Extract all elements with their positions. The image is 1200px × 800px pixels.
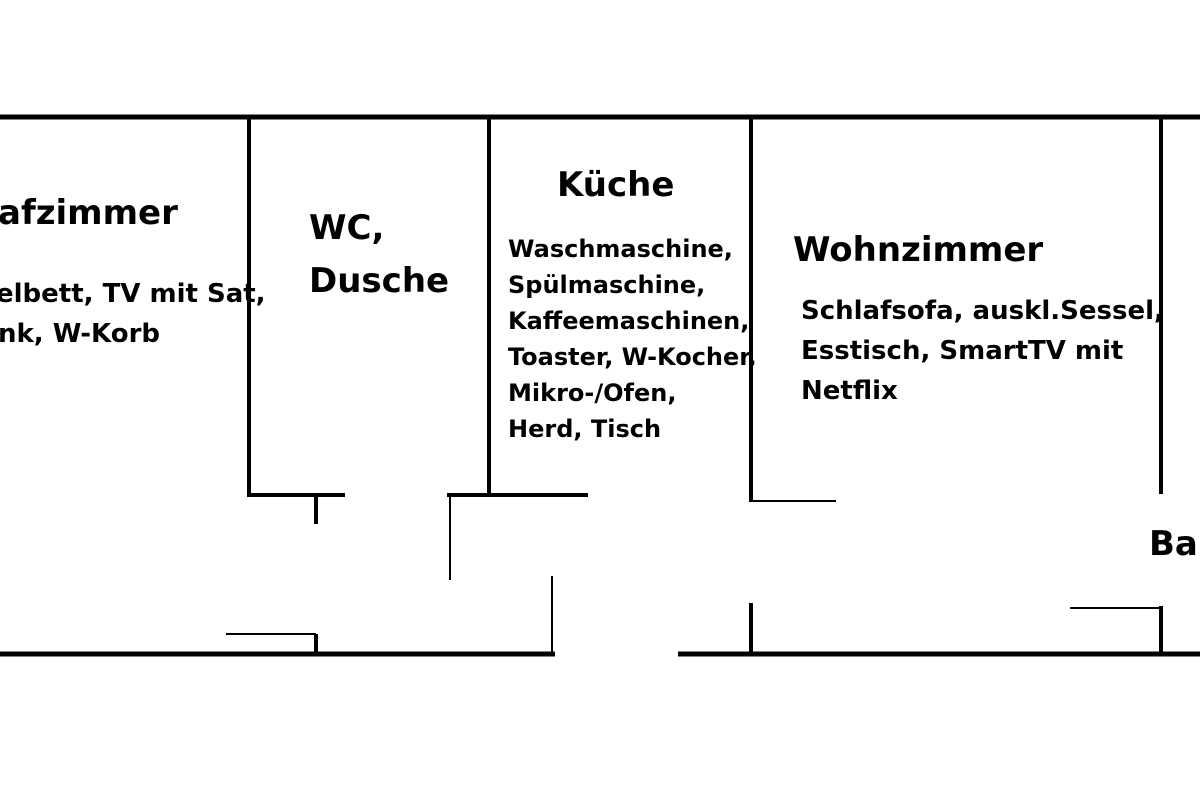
kitchen-furniture-line: Spülmaschine, bbox=[508, 271, 706, 299]
wc-title: WC, bbox=[309, 208, 385, 248]
bedroom-furniture-line: elbett, TV mit Sat, bbox=[0, 279, 266, 309]
living-room-furniture-line: Schlafsofa, auskl.Sessel, bbox=[801, 296, 1164, 326]
living-room-furniture-list: Schlafsofa, auskl.Sessel, Esstisch, Smar… bbox=[801, 291, 1164, 411]
kitchen-furniture-line: Toaster, W-Kocher, bbox=[508, 343, 757, 371]
kitchen-furniture-list: Waschmaschine, Spülmaschine, Kaffeemasch… bbox=[508, 231, 757, 447]
shower-title: Dusche bbox=[309, 261, 450, 301]
living-room-furniture-line: Netflix bbox=[801, 376, 898, 406]
living-room-title: Wohnzimmer bbox=[793, 230, 1044, 270]
kitchen-furniture-line: Waschmaschine, bbox=[508, 235, 733, 263]
bedroom-title: afzimmer bbox=[0, 193, 178, 233]
kitchen-furniture-line: Herd, Tisch bbox=[508, 415, 662, 443]
kitchen-title: Küche bbox=[557, 165, 675, 205]
bedroom-furniture-line: nk, W-Korb bbox=[0, 319, 161, 349]
living-room-furniture-line: Esstisch, SmartTV mit bbox=[801, 336, 1124, 366]
kitchen-furniture-line: Kaffeemaschinen, bbox=[508, 307, 750, 335]
balcony-title: Bal bbox=[1149, 524, 1200, 564]
kitchen-furniture-line: Mikro-/Ofen, bbox=[508, 379, 677, 407]
